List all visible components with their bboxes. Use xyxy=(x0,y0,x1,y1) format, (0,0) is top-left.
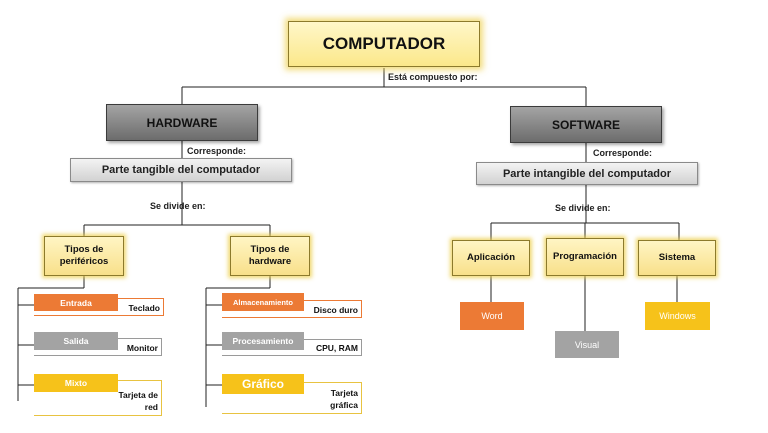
hardware-type-tab-label: Gráfico xyxy=(241,377,284,391)
software-category-label: Aplicación xyxy=(466,252,516,264)
peripheral-tab-label: Entrada xyxy=(60,297,92,308)
software-category-label: Programación xyxy=(553,251,617,263)
software-example-label: Visual xyxy=(574,339,600,350)
software-connector-text: Corresponde: xyxy=(593,148,653,158)
hardware-type-value: Disco duro xyxy=(313,305,358,315)
root-connector-text: Está compuesto por: xyxy=(388,72,478,82)
peripheral-tab: Mixto xyxy=(34,374,118,392)
software-description-label: Parte intangible del computador xyxy=(502,167,672,180)
hardware-description-label: Parte tangible del computador xyxy=(101,164,261,176)
hardware-type-tab: Procesamiento xyxy=(222,332,304,350)
hardware-divide-text: Se divide en: xyxy=(150,201,206,211)
hardware-type-tab: Gráfico xyxy=(222,374,304,394)
peripheral-tab-label: Salida xyxy=(63,336,89,346)
hardware-type-tab-label: Almacenamiento xyxy=(232,297,294,307)
peripheral-tab-label: Mixto xyxy=(64,378,88,388)
hardware-description: Parte tangible del computador xyxy=(70,158,292,182)
hardware-type-tab-label: Procesamiento xyxy=(232,336,294,346)
root-label: COMPUTADOR xyxy=(322,34,446,53)
hardware-type-value: Tarjeta gráfica xyxy=(330,388,358,410)
peripherals-category: Tipos de periféricos xyxy=(44,236,124,276)
peripheral-value: Teclado xyxy=(128,303,161,313)
software-example-visual: Visual xyxy=(555,331,619,358)
software-example-word: Word xyxy=(460,302,524,330)
peripherals-title: Tipos de periféricos xyxy=(59,244,109,267)
hardware-connector-text: Corresponde: xyxy=(187,146,247,156)
hardware-header: HARDWARE xyxy=(106,104,258,141)
software-example-windows: Windows xyxy=(645,302,710,330)
hardware-types-category: Tipos de hardware xyxy=(230,236,310,276)
hardware-header-label: HARDWARE xyxy=(146,115,218,130)
peripheral-tab: Salida xyxy=(34,332,118,350)
root-node: COMPUTADOR xyxy=(288,21,480,67)
software-example-label: Word xyxy=(481,311,503,321)
hardware-types-title: Tipos de hardware xyxy=(248,244,292,267)
software-example-label: Windows xyxy=(659,311,696,321)
hardware-type-value: CPU, RAM xyxy=(315,343,358,353)
software-description: Parte intangible del computador xyxy=(476,162,698,185)
software-category-aplicacion: Aplicación xyxy=(452,240,530,276)
software-category-label: Sistema xyxy=(658,252,696,264)
software-divide-text: Se divide en: xyxy=(555,203,611,213)
peripheral-tab: Entrada xyxy=(34,294,118,311)
software-header-label: SOFTWARE xyxy=(552,117,620,132)
software-category-programacion: Programación xyxy=(546,238,624,276)
peripheral-value: Monitor xyxy=(126,343,158,353)
software-category-sistema: Sistema xyxy=(638,240,716,276)
peripheral-value: Tarjeta de red xyxy=(118,390,158,412)
hardware-type-tab: Almacenamiento xyxy=(222,293,304,311)
software-header: SOFTWARE xyxy=(510,106,662,143)
